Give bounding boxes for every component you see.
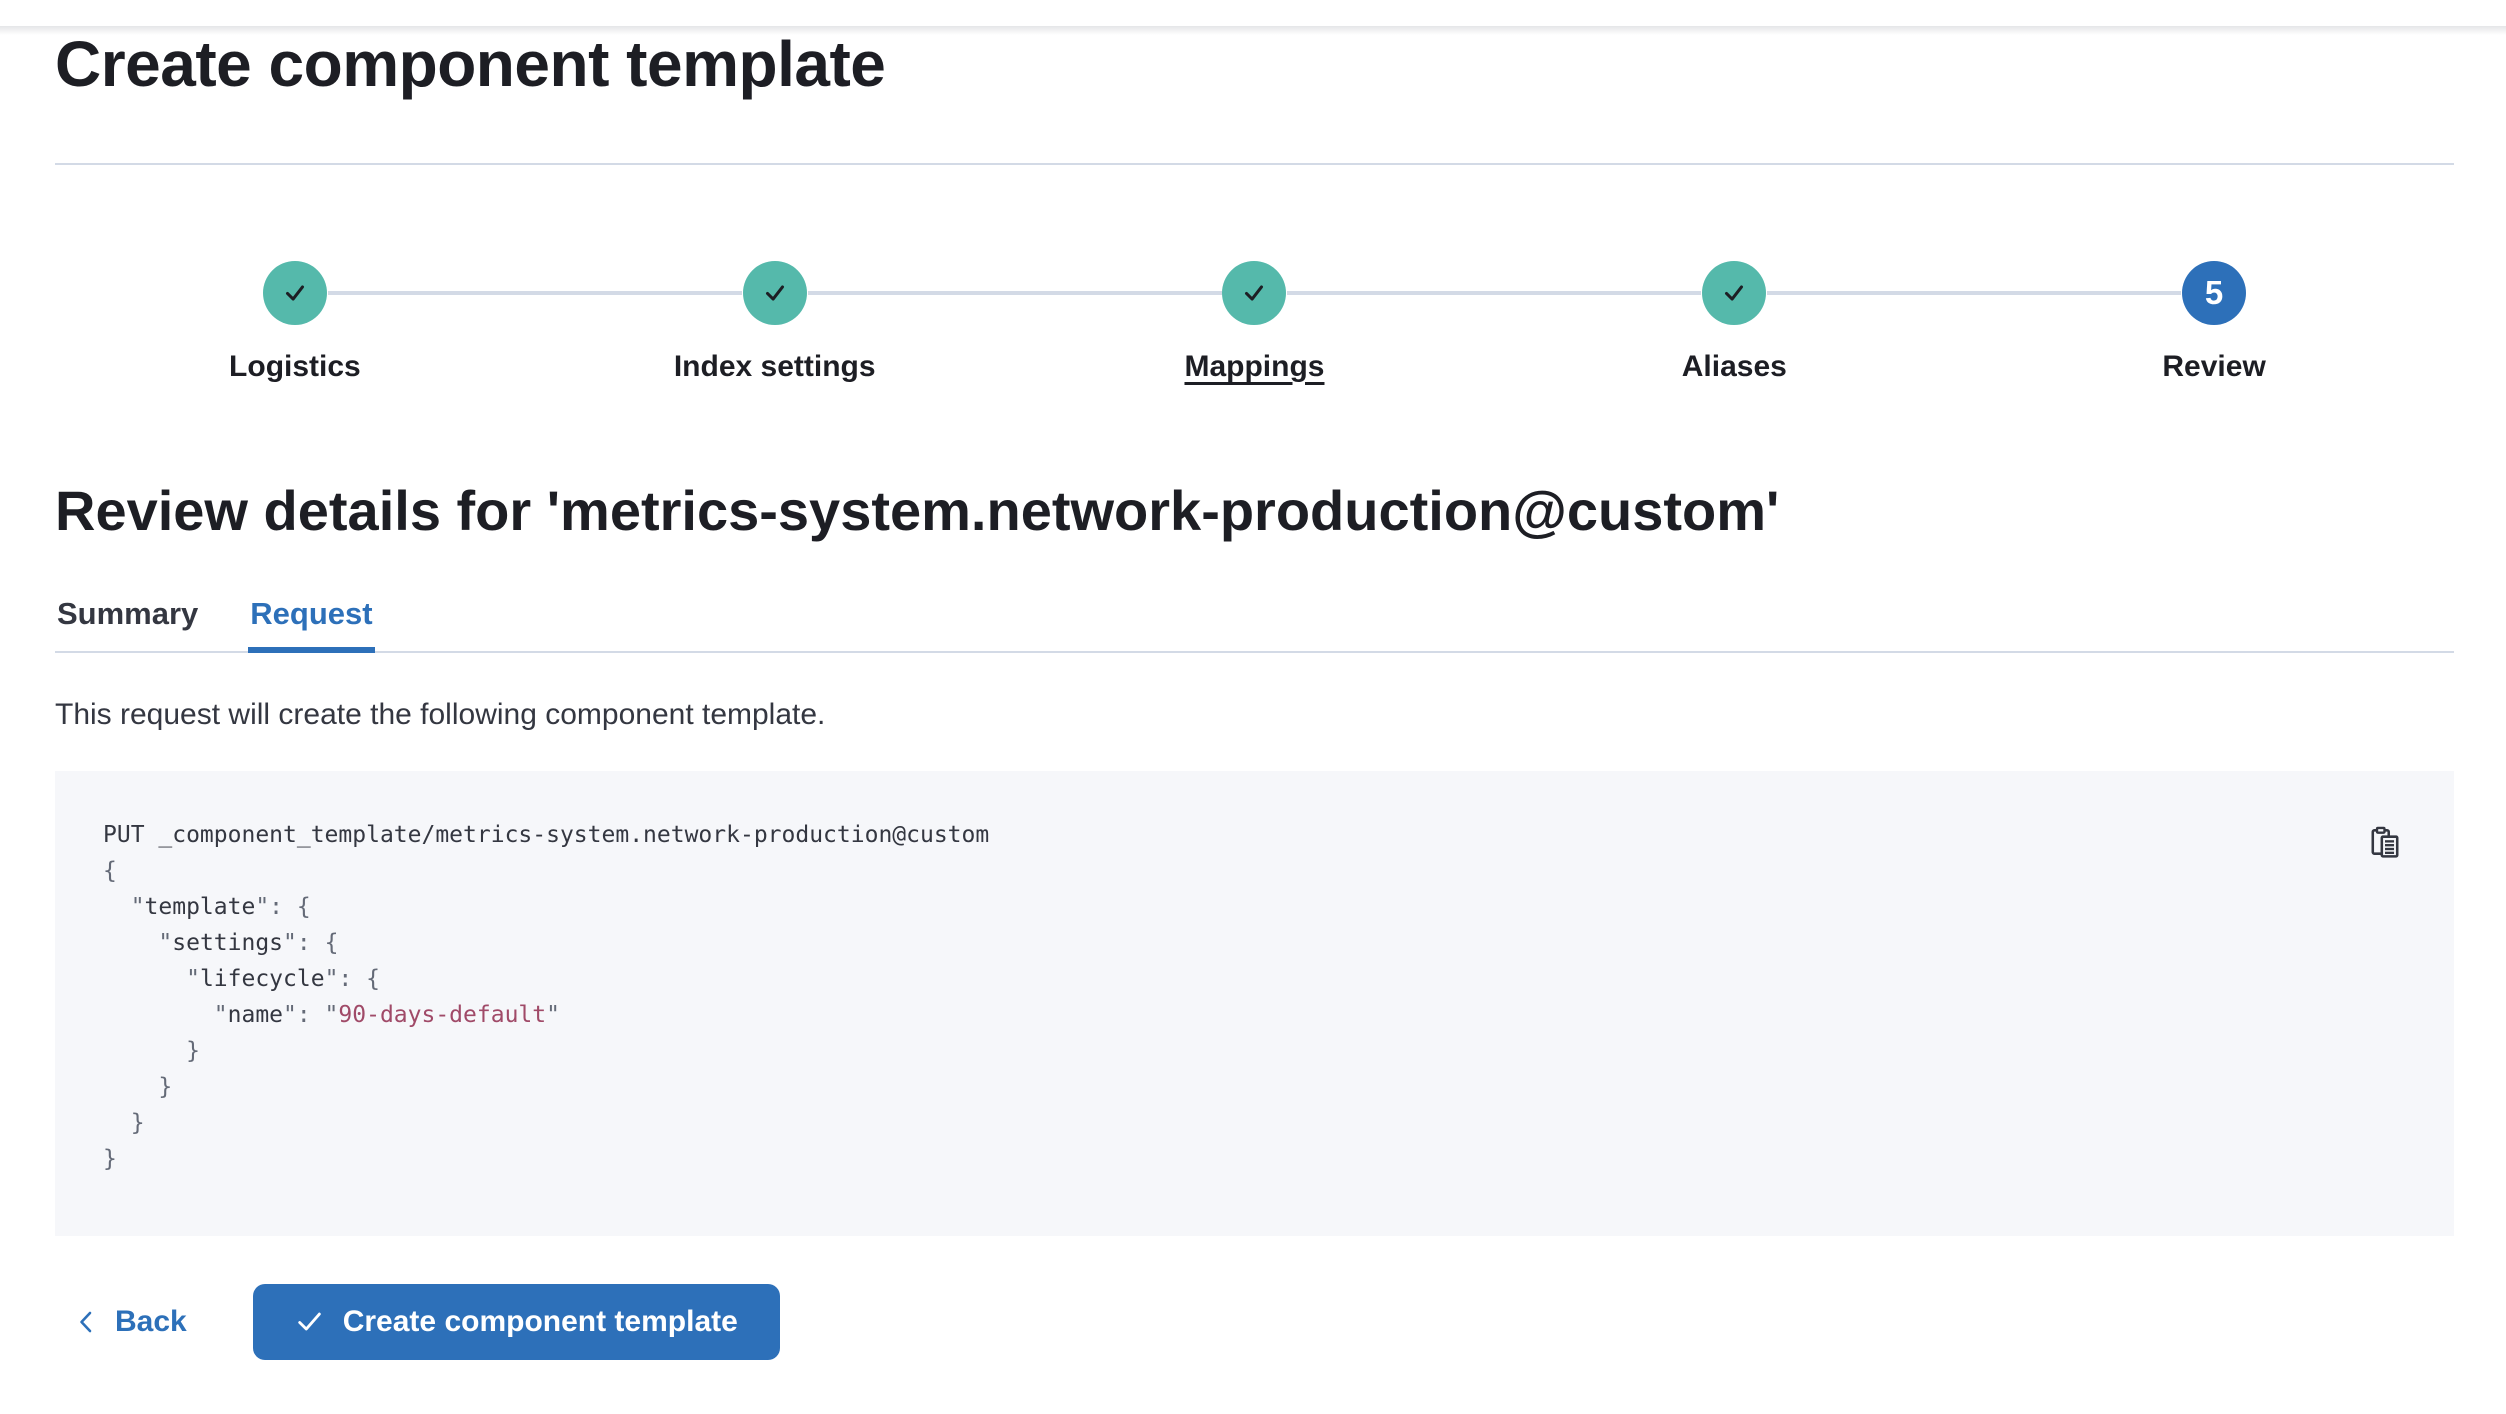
check-icon: [1725, 285, 1744, 301]
review-tabs: Summary Request: [55, 595, 2454, 653]
step-label: Logistics: [229, 349, 361, 383]
code-line: "name": "90-days-default": [103, 1001, 560, 1028]
step-item-review[interactable]: 5 Review: [1974, 260, 2454, 385]
code-line: }: [103, 1109, 145, 1136]
step-label: Review: [2162, 349, 2266, 383]
code-line: "lifecycle": {: [103, 965, 380, 992]
step-item-mappings[interactable]: Mappings: [1014, 260, 1495, 385]
copy-button[interactable]: [2366, 823, 2404, 861]
back-button[interactable]: Back: [55, 1284, 197, 1360]
wizard-footer: Back Create component template: [55, 1283, 2454, 1360]
review-heading: Review details for 'metrics-system.netwo…: [55, 478, 1780, 542]
code-line: PUT _component_template/metrics-system.n…: [103, 821, 990, 848]
step-label: Mappings: [1184, 349, 1325, 383]
page-title: Create component template: [55, 28, 886, 100]
code-line: "settings": {: [103, 929, 339, 956]
request-description: This request will create the following c…: [55, 697, 826, 731]
step-item-aliases[interactable]: Aliases: [1494, 260, 1974, 385]
check-icon: [1245, 285, 1264, 301]
check-icon: [285, 285, 304, 301]
create-component-template-page: Create component template Logistics Inde…: [0, 26, 2506, 1360]
copy-clipboard-icon: [2371, 826, 2399, 858]
step-label: Index settings: [673, 349, 876, 383]
wizard-stepper: Logistics Index settings Mappings Aliase…: [55, 260, 2454, 385]
code-line: }: [103, 1145, 117, 1172]
step-status-circle: [1222, 260, 1287, 325]
back-label: Back: [115, 1304, 187, 1338]
step-status-circle: [1702, 260, 1767, 325]
code-line: {: [103, 857, 117, 884]
step-item-logistics[interactable]: Logistics: [55, 260, 535, 385]
step-status-circle: [262, 260, 327, 325]
title-divider: [55, 162, 2454, 165]
create-component-template-button[interactable]: Create component template: [252, 1283, 780, 1360]
code-line: "template": {: [103, 893, 311, 920]
create-button-label: Create component template: [342, 1304, 738, 1338]
tab-summary[interactable]: Summary: [55, 595, 200, 651]
top-edge-shadow: [0, 26, 2506, 35]
step-status-circle: 5: [2182, 260, 2247, 325]
request-code: PUT _component_template/metrics-system.n…: [103, 817, 2344, 1177]
step-status-circle: [742, 260, 807, 325]
step-number: 5: [2204, 274, 2224, 312]
chevron-left-icon: [80, 1311, 92, 1333]
tab-request[interactable]: Request: [248, 595, 375, 653]
request-code-block: PUT _component_template/metrics-system.n…: [55, 770, 2454, 1236]
step-item-index-settings[interactable]: Index settings: [534, 260, 1015, 385]
code-line: }: [103, 1037, 200, 1064]
step-label: Aliases: [1681, 349, 1787, 383]
check-icon: [298, 1312, 321, 1331]
check-icon: [765, 285, 784, 301]
code-line: }: [103, 1073, 173, 1100]
